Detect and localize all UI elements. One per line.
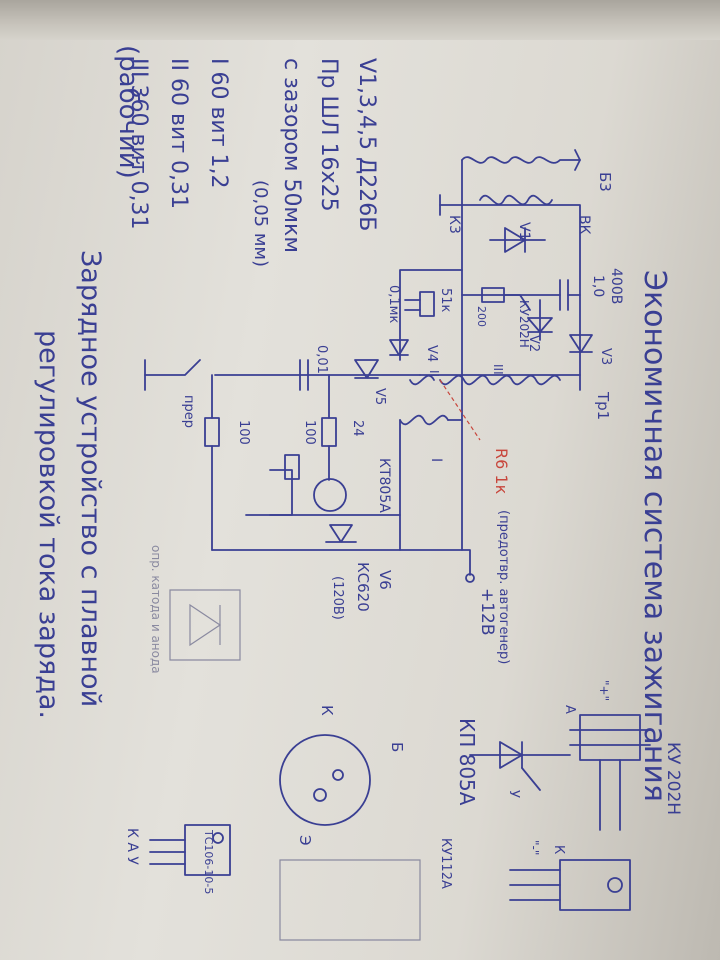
label-cathode: К [551,845,566,854]
label-winding-i: I [428,458,444,462]
schematic-labels: Б3 ВК К3 V1 400В 1,0 51к 200 0,1мк V4 V2… [181,172,624,664]
label-r6: R6 1к [492,448,511,495]
ku202n-stud-body [579,714,641,761]
cap-1uF [559,279,569,311]
resistor-100-left [204,417,220,447]
label-r-51k: 51к [438,288,453,313]
label-base: Б [388,742,406,752]
label-plus: "+" [597,680,611,701]
label-vk: ВК [576,215,592,235]
coil-arrow [574,149,581,171]
winding-iii [439,374,561,386]
transistor-kt805a [313,478,347,512]
v1-diode [504,227,526,253]
pencil-sketches: опр. катода и анода [149,545,421,941]
label-winding-ii: II [427,370,441,377]
label-r-200: 200 [475,306,488,327]
label-ku202n: КУ202Н [517,300,531,348]
label-v2: V2 [526,335,541,352]
label-prer: прер [181,395,196,428]
tc106-body [184,824,231,876]
diodes-note: V1,3,4,5 Д226Б [354,58,379,231]
label-v6: V6 [376,570,394,590]
label-tc106: ТС106-10-5 [202,829,215,894]
label-kp805a: КП 805А [455,718,479,806]
label-k3: К3 [446,215,462,234]
thyristor-ku202n [527,317,553,333]
r6-dashed-link [439,379,481,441]
label-minus: "-" [527,840,541,855]
label-emitter: Э [296,835,314,845]
kp805a-leads [509,869,561,901]
charger-title-line2: регулировкой тока заряда. [33,330,64,719]
bottom-rail [211,549,471,576]
label-v1: V1 [516,222,532,240]
label-r6-note: (предотвр. автогенер) [496,510,511,664]
right-rail [461,204,581,391]
opr-note: опр. катода и анода [149,545,163,674]
label-b3: Б3 [596,172,614,192]
label-120v: (120В) [330,576,345,620]
bottom-pencil-sketch [279,859,421,941]
label-ku202n-title: КУ 202Н [663,742,683,815]
label-r-100a: 100 [302,420,317,445]
circuit-wiring [144,149,593,583]
resistor-24 [321,417,337,447]
label-kt805a: КТ805А [376,458,392,513]
core-note: Пр ШЛ 16х25 [316,58,341,212]
winding-1-spec: I 60 вит 1,2 [206,58,231,189]
diode-test-box [169,589,241,661]
resistor-51k [419,291,435,317]
v4-diode [389,339,409,356]
v3-diode [569,334,593,353]
notebook-binding [0,0,720,40]
charger-title-line1: Зарядное устройство с плавной [75,250,106,707]
label-winding-iii: III [491,364,505,375]
gap-mm-note: (0,05 мм) [250,180,271,267]
winding-i [399,414,449,426]
tc106-leads [149,839,186,865]
left-notes: (рабочий) V1,3,4,5 Д226Б Пр ШЛ 16х25 с з… [113,45,379,267]
cap-0.1uF [404,299,421,311]
kp805a-body [559,859,631,911]
label-plus12: +12В [477,588,497,636]
label-anode: А [562,705,577,714]
label-tr1: Тр1 [594,391,612,420]
label-v4: V4 [424,345,439,362]
label-v3: V3 [598,348,613,365]
label-cap-0.1: 0,1мк [386,285,401,323]
cap-0.01 [299,359,309,391]
v5-diode [354,359,379,379]
pinout-labels: КУ 202Н КП 805А КУ112А А К У "+" "-" Б Э… [124,680,683,894]
ignition-coil-secondary [479,194,553,206]
label-cap-value: 1,0 [590,275,606,297]
zener-kc620 [325,524,357,543]
plus12-terminal [465,573,475,583]
ku202n-leads [599,759,621,831]
working-tag: (рабочий) [113,45,143,179]
label-collector: К [318,705,336,716]
label-gate: У [506,790,521,798]
winding-ii [409,374,435,386]
winding-3-spec: III 360 вит 0,31 [126,58,151,230]
main-title: Экономичная система зажигания [637,270,672,802]
label-r-100b: 100 [236,420,251,445]
label-kc620: КС620 [354,562,372,612]
label-r-24: 24 [350,420,365,437]
ku112a-symbol [499,741,523,769]
label-ku112a: КУ112А [438,838,453,889]
breaker-contact [144,359,201,376]
label-cap-voltage: 400В [608,268,624,304]
to3-transistor-base [279,734,371,826]
winding-2-spec: II 60 вит 0,31 [166,58,191,209]
label-kau: К А У [124,828,140,865]
gap-note: с зазором 50мкм [279,58,304,253]
label-v5: V5 [372,388,387,405]
ignition-coil-top [461,156,581,164]
pinout-sketches [149,714,651,911]
label-cap-0.01: 0,01 [314,345,329,374]
